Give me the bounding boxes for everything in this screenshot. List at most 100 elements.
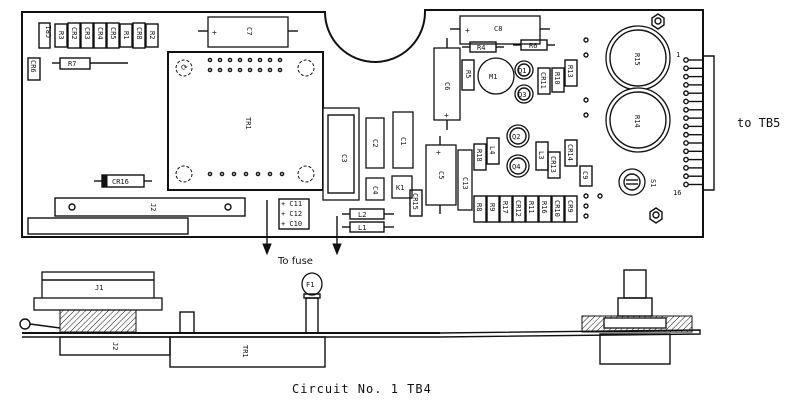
label-r17: R17 [501, 201, 509, 214]
terminal-pin [683, 156, 689, 163]
relay-k1: K1 [391, 175, 413, 199]
capacitor-c7: + C7 [198, 16, 298, 48]
svg-text:+: + [212, 28, 217, 37]
capacitor-c6: + C6 [433, 38, 461, 130]
label-j2: J2 [149, 203, 157, 211]
label-cr12: CR12 [514, 200, 522, 217]
label-j1: J1 [95, 284, 103, 292]
pcb-outline [21, 9, 704, 238]
annotation-to-fuse: To fuse [277, 256, 313, 267]
label-c6: C6 [443, 82, 451, 90]
label-cr11: CR11 [539, 72, 547, 89]
label-cr16: CR16 [112, 178, 129, 186]
label-q4: Q4 [512, 163, 520, 171]
label-r14: R14 [633, 115, 641, 128]
label-c5: C5 [437, 171, 445, 179]
fuse-f1-side: F1 [301, 272, 323, 334]
label-l1: L1 [358, 224, 366, 232]
terminal-pin [683, 181, 689, 188]
connector-j1-side: J1 [33, 271, 163, 333]
bracket-to-tb5 [702, 55, 715, 191]
label-r1: R1 [122, 31, 130, 39]
label-r5: R5 [464, 70, 472, 78]
label-r8: R8 [475, 203, 483, 211]
label-r9: R9 [488, 203, 496, 211]
label-c2: C2 [371, 139, 379, 147]
label-cr5: CR5 [109, 27, 117, 40]
label-r15: R15 [633, 53, 641, 66]
terminal-pin [683, 90, 689, 97]
label-c4: C4 [371, 186, 379, 194]
label-l3: L3 [537, 151, 545, 159]
label-r4: R4 [477, 44, 485, 52]
terminal-pin [683, 173, 689, 180]
capacitor-c13: C13 [457, 149, 473, 211]
terminal-pin [683, 65, 689, 72]
svg-text:+: + [436, 148, 441, 157]
transformer-tr1: ⟳ TR1 [167, 51, 324, 191]
label-c12: + C12 [281, 210, 302, 218]
label-c9: C9 [581, 171, 589, 179]
potentiometer-r14: R14 [605, 87, 671, 153]
annotation-to-tb5: to TB5 [737, 116, 780, 130]
label-pin16: 16 [673, 189, 681, 197]
capacitor-c2: C2 [365, 117, 385, 169]
label-c11: + C11 [281, 200, 302, 208]
terminal-strip: 1 16 [673, 51, 702, 197]
capacitor-c1: C1 [392, 111, 414, 169]
switch-s1: S1 [618, 168, 657, 196]
label-r7: R7 [68, 60, 76, 68]
side-view: J1 J2 TR1 F1 [19, 269, 701, 368]
label-q2: Q2 [512, 133, 520, 141]
label-l4: L4 [488, 146, 496, 154]
tr1-top-pins [207, 57, 283, 73]
label-pin1: 1 [676, 51, 680, 59]
label-c13: C13 [461, 177, 469, 190]
label-r3: R3 [57, 31, 65, 39]
top-row-components: CR1 R3 CR2 CR3 CR4 CR5 R1 CR8 R2 [38, 22, 159, 49]
connector-j2: J2 [27, 197, 246, 235]
terminal-pin [683, 164, 689, 171]
label-cr8: CR8 [135, 27, 143, 40]
label-q3: Q3 [518, 91, 526, 99]
label-tr1-side: TR1 [241, 345, 249, 358]
capacitor-c4: C4 [365, 177, 385, 201]
label-c7: C7 [245, 27, 253, 35]
label-cr9: CR9 [566, 200, 574, 213]
svg-text:+: + [444, 111, 449, 120]
bottom-resistor-row: R8 R9 R17 CR12 R11 R16 CR10 CR9 [473, 195, 578, 223]
label-c3: C3 [340, 154, 348, 162]
terminal-pin [683, 57, 689, 63]
terminal-pin [683, 148, 689, 155]
label-j2-side: J2 [111, 342, 119, 350]
label-m1: M1 [489, 73, 497, 81]
label-l2: L2 [358, 211, 366, 219]
label-r18: R18 [475, 149, 483, 162]
terminal-pin [683, 73, 689, 80]
label-c8: C8 [494, 25, 502, 33]
tr1-bottom-pins [207, 171, 285, 177]
label-cr2: CR2 [70, 27, 78, 40]
switch-side [581, 269, 693, 365]
terminal-pin [683, 140, 689, 146]
caption: Circuit No. 1 TB4 [292, 382, 432, 396]
terminal-pin [683, 82, 689, 88]
label-cr14: CR14 [566, 144, 574, 161]
label-f1: F1 [306, 281, 314, 289]
label-s1: S1 [649, 179, 657, 187]
capacitor-c5: + C5 [425, 136, 457, 214]
svg-text:⟳: ⟳ [181, 63, 188, 72]
label-k1: K1 [396, 184, 404, 192]
label-r16: R16 [540, 201, 548, 214]
label-r6: R6 [529, 42, 537, 50]
label-cr10: CR10 [553, 200, 561, 217]
label-cr3: CR3 [83, 27, 91, 40]
svg-text:+: + [465, 26, 470, 35]
label-r10: R10 [553, 72, 561, 85]
label-tr1: TR1 [244, 117, 252, 130]
label-cr15: CR15 [411, 193, 419, 210]
label-r11: R11 [527, 201, 535, 214]
label-q1: Q1 [518, 67, 526, 75]
